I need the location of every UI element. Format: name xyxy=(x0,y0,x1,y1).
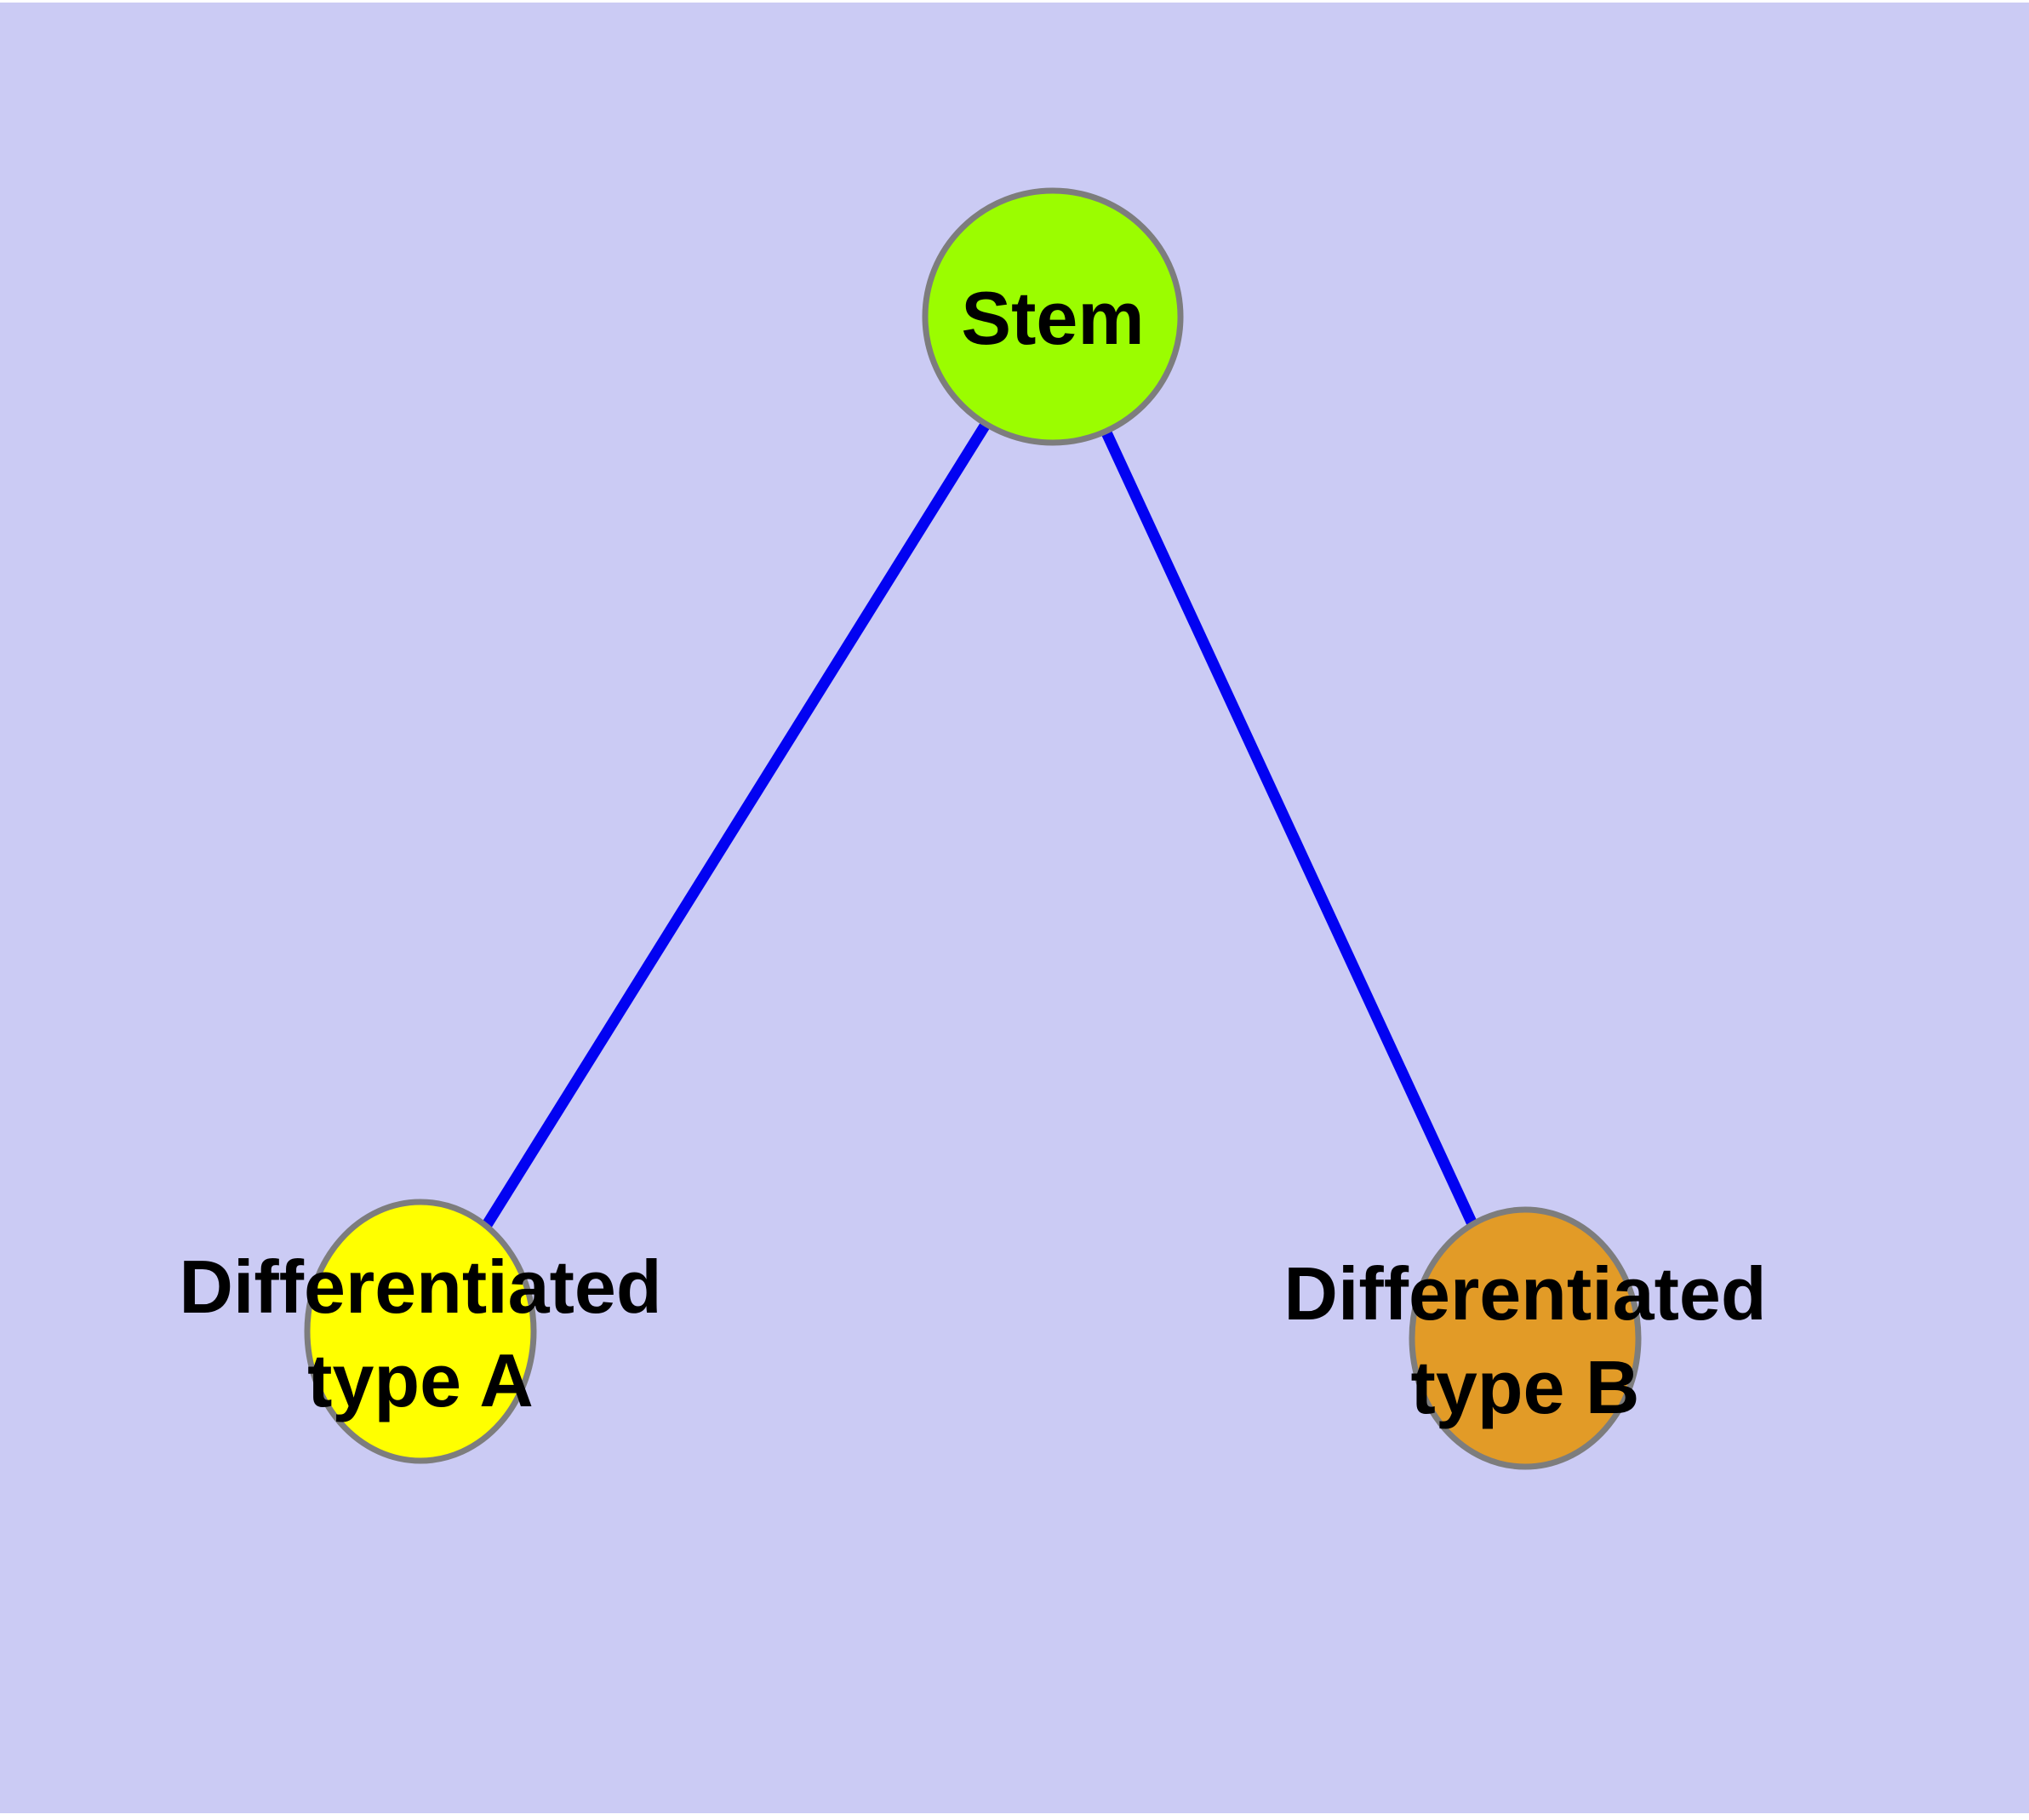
node-differentiated-type-b[interactable] xyxy=(1409,1206,1642,1470)
node-type-a-label-line1: Differentiated xyxy=(179,1245,661,1329)
node-type-a-label-line2: type A xyxy=(307,1338,534,1422)
node-stem[interactable] xyxy=(922,187,1184,446)
node-type-b-label: Differentiated type B xyxy=(1283,1251,1766,1429)
node-stem-label: Stem xyxy=(961,276,1144,360)
node-type-b-label-line2: type B xyxy=(1411,1345,1640,1429)
node-differentiated-type-a[interactable] xyxy=(304,1199,537,1464)
node-type-b-label-line1: Differentiated xyxy=(1283,1251,1766,1336)
edge-stem-to-type-b xyxy=(1048,314,1530,1341)
node-type-a-label: Differentiated type A xyxy=(179,1245,661,1422)
edge-stem-to-type-a xyxy=(415,313,1058,1335)
